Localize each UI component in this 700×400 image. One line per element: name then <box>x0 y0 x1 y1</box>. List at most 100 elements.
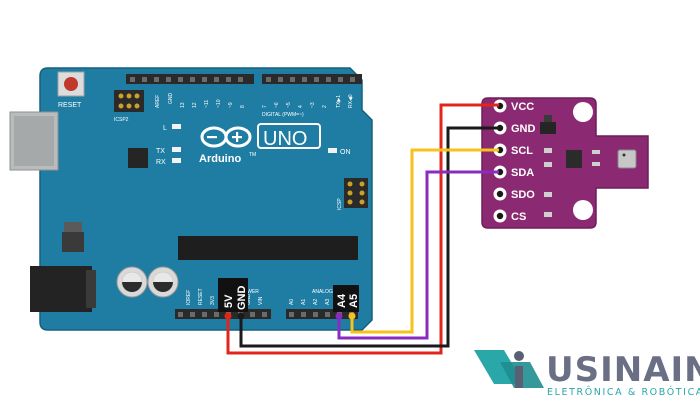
sensor-pin-label: GND <box>511 123 536 135</box>
gnd2-label: GND <box>246 294 252 306</box>
led-rx <box>172 158 181 163</box>
header-pin <box>250 312 255 317</box>
header-pin <box>266 77 271 82</box>
callout-5v: 5V <box>223 294 235 308</box>
wire-sda-a4 <box>337 170 499 340</box>
header-pin <box>302 77 307 82</box>
usinainfo-logo: USINAINFO ELETRÔNICA & ROBÓTICA <box>474 350 700 398</box>
wire-end-a4 <box>335 312 343 320</box>
header-pin <box>166 77 171 82</box>
wire-end-a5 <box>348 312 356 320</box>
usinainfo-tagline: ELETRÔNICA & ROBÓTICA <box>547 386 700 398</box>
led-on-label: ON <box>340 149 351 156</box>
digital-pin-label: ~11 <box>204 100 210 108</box>
vin-label: VIN <box>258 296 264 305</box>
digital-pin-label: ~5 <box>286 102 292 108</box>
header-pin <box>290 77 295 82</box>
capacitor-right <box>147 266 179 298</box>
digital-pin-label: 7 <box>262 105 268 108</box>
icsp-header <box>344 178 368 208</box>
aref-label: AREF <box>155 95 161 108</box>
led-rx-label: RX <box>156 159 166 166</box>
digital-pin-label: 12 <box>192 102 198 108</box>
sensor-pin-hole <box>496 124 504 132</box>
header-pin <box>214 312 219 317</box>
led-tx <box>172 147 181 152</box>
header-pin <box>350 77 355 82</box>
sensor-pin-label: CS <box>511 211 526 223</box>
digital-pin-label: 2 <box>322 105 328 108</box>
header-pin <box>289 312 294 317</box>
callout-a4: A4 <box>336 293 348 308</box>
digital-pin-label: ~3 <box>310 102 316 108</box>
wire-end-gnd <box>237 312 245 320</box>
header-pin <box>190 77 195 82</box>
header-pin <box>238 77 243 82</box>
header-pin <box>313 312 318 317</box>
atmega-chip <box>178 236 358 260</box>
reset-label: RESET <box>58 102 82 109</box>
sensor-pin-label: SDA <box>511 167 534 179</box>
digital-pin-label: RX◀0 <box>348 94 354 108</box>
sensor-pin-hole <box>496 146 504 154</box>
usinainfo-logo-mark <box>474 350 544 388</box>
capacitor-left <box>116 266 148 298</box>
power-label: POWER <box>240 289 259 295</box>
sensor-pin-hole <box>496 212 504 220</box>
analog-header <box>286 309 358 319</box>
arduino-infinity-logo <box>200 126 252 148</box>
digital-pin-label: 13 <box>180 102 186 108</box>
icsp2-label: ICSP2 <box>114 117 129 123</box>
header-pin <box>214 77 219 82</box>
digital-pin-label: 4 <box>298 105 304 108</box>
callout-gnd: GND <box>236 286 248 311</box>
dc-power-jack <box>30 266 92 312</box>
header-pin <box>314 77 319 82</box>
ioref-label: IOREF <box>186 290 192 305</box>
usb-chip <box>128 148 148 168</box>
mount-hole-top <box>573 102 593 122</box>
led-on <box>328 148 337 153</box>
sensor-pin-label: SDO <box>511 189 535 201</box>
header-pin <box>325 312 330 317</box>
digital-pin-label: 8 <box>240 105 246 108</box>
wire-end-5v <box>224 312 232 320</box>
reset-button-cap[interactable] <box>64 77 78 91</box>
analog-in-label: ANALOG IN <box>312 289 340 295</box>
header-pin <box>301 312 306 317</box>
digital-pin-label: ~6 <box>274 102 280 108</box>
level-shifter-chip <box>566 150 582 168</box>
analog-pin-label: A3 <box>325 299 331 305</box>
voltage-regulator <box>62 232 84 252</box>
led-l <box>172 124 181 129</box>
bme280-sensor-module: VCC GND SCL SDA SDO CS <box>481 97 649 229</box>
digital-pin-label: TX▶1 <box>336 95 342 108</box>
uno-label: UNO <box>263 128 307 150</box>
sensor-pin-label: SCL <box>511 145 533 157</box>
header-pin <box>338 77 343 82</box>
analog-pin-label: A0 <box>289 299 295 305</box>
wire-gnd <box>239 126 499 348</box>
wire-scl-a5 <box>350 148 499 334</box>
v33-label: 3V3 <box>210 296 216 305</box>
header-pin <box>262 312 267 317</box>
header-pin <box>226 77 231 82</box>
callout-power-pins: 5V GND <box>218 278 248 312</box>
analog-pin-label: A2 <box>313 299 319 305</box>
gnd-top-label: GND <box>168 93 174 105</box>
digital-pin-label: ~9 <box>228 102 234 108</box>
reset-bottom-label: RESET <box>198 288 204 305</box>
arduino-brand-label: Arduino <box>199 153 241 165</box>
header-pin <box>178 312 183 317</box>
header-pin <box>154 77 159 82</box>
uno-badge <box>257 123 321 149</box>
sensor-pin-label: VCC <box>511 101 534 113</box>
callout-a5: A5 <box>348 294 360 308</box>
icsp-label: ICSP <box>337 198 343 210</box>
bme280-sensor-chip <box>617 149 637 169</box>
analog-pin-label: A1 <box>301 299 307 305</box>
digital-header-right <box>262 74 362 84</box>
led-l-label: L <box>163 125 167 132</box>
header-pin <box>278 77 283 82</box>
